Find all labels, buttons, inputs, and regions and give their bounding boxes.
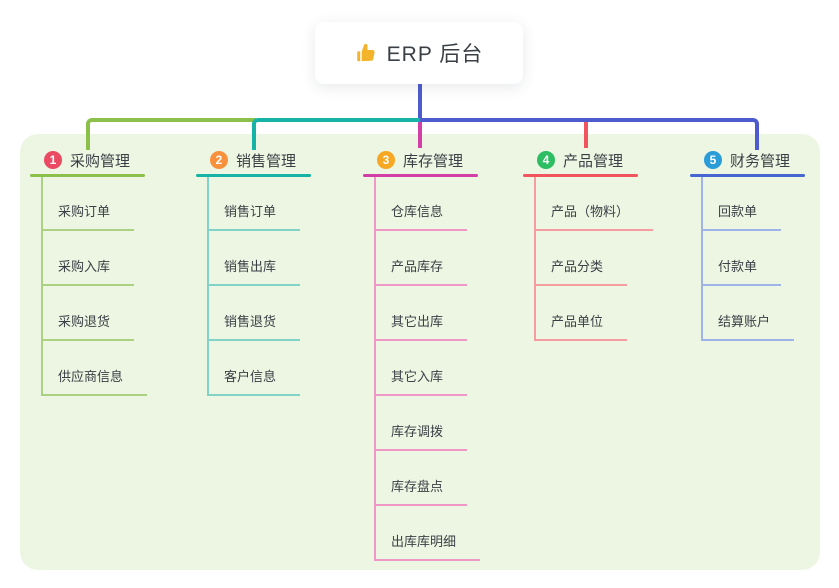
child-node-label: 供应商信息 — [41, 367, 148, 396]
bus-elbow-branch1 — [86, 118, 256, 150]
branch-badge: 4 — [537, 151, 555, 169]
branch-label: 采购管理 — [70, 152, 131, 170]
bus-elbow-branch2 — [252, 118, 422, 150]
branch-underline — [196, 174, 311, 177]
branch-label: 产品管理 — [563, 152, 624, 170]
child-node-label: 结算账户 — [701, 312, 795, 341]
branch-label: 财务管理 — [730, 152, 791, 170]
child-node[interactable]: 产品（物料） — [534, 202, 654, 231]
child-node[interactable]: 销售订单 — [207, 202, 301, 231]
branch-underline — [523, 174, 638, 177]
child-node-label: 其它出库 — [374, 312, 468, 341]
branch-node[interactable]: 2 销售管理 — [210, 149, 296, 171]
child-node[interactable]: 产品单位 — [534, 312, 628, 341]
child-node-label: 产品库存 — [374, 257, 468, 286]
child-node[interactable]: 出库库明细 — [374, 532, 481, 561]
child-node[interactable]: 其它入库 — [374, 367, 468, 396]
branch-node[interactable]: 4 产品管理 — [537, 149, 623, 171]
child-node[interactable]: 回款单 — [701, 202, 782, 231]
child-node-label: 采购入库 — [41, 257, 135, 286]
thumbs-up-icon — [355, 42, 377, 64]
child-node-label: 仓库信息 — [374, 202, 468, 231]
child-node[interactable]: 库存盘点 — [374, 477, 468, 506]
branch-underline — [690, 174, 805, 177]
child-node-label: 产品分类 — [534, 257, 628, 286]
branch-children-connector — [41, 177, 43, 395]
child-node[interactable]: 采购退货 — [41, 312, 135, 341]
branch-badge: 5 — [704, 151, 722, 169]
branch-underline — [30, 174, 145, 177]
child-node[interactable]: 仓库信息 — [374, 202, 468, 231]
background-panel — [20, 134, 820, 570]
child-node-label: 采购订单 — [41, 202, 135, 231]
child-node[interactable]: 销售出库 — [207, 257, 301, 286]
branch-children-connector — [374, 177, 376, 560]
child-node-label: 库存盘点 — [374, 477, 468, 506]
child-node[interactable]: 库存调拨 — [374, 422, 468, 451]
branch-label: 销售管理 — [236, 152, 297, 170]
child-node-label: 回款单 — [701, 202, 782, 231]
child-node[interactable]: 结算账户 — [701, 312, 795, 341]
branch-badge: 1 — [44, 151, 62, 169]
child-node-label: 客户信息 — [207, 367, 301, 396]
child-node-label: 出库库明细 — [374, 532, 481, 561]
child-node-label: 库存调拨 — [374, 422, 468, 451]
child-node[interactable]: 采购入库 — [41, 257, 135, 286]
branch-node[interactable]: 5 财务管理 — [704, 149, 790, 171]
child-node-label: 产品（物料） — [534, 202, 654, 231]
root-connector — [418, 84, 422, 122]
bus-drop-branch4 — [584, 122, 588, 148]
branch-node[interactable]: 1 采购管理 — [44, 149, 130, 171]
root-node[interactable]: ERP 后台 — [315, 22, 523, 84]
branch-badge: 2 — [210, 151, 228, 169]
branch-label: 库存管理 — [403, 152, 464, 170]
root-title: ERP 后台 — [386, 43, 484, 66]
child-node[interactable]: 产品库存 — [374, 257, 468, 286]
branch-node[interactable]: 3 库存管理 — [377, 149, 463, 171]
child-node-label: 销售出库 — [207, 257, 301, 286]
child-node-label: 采购退货 — [41, 312, 135, 341]
branch-children-connector — [207, 177, 209, 395]
child-node-label: 销售退货 — [207, 312, 301, 341]
branch-children-connector — [701, 177, 703, 340]
child-node[interactable]: 销售退货 — [207, 312, 301, 341]
child-node-label: 其它入库 — [374, 367, 468, 396]
child-node-label: 销售订单 — [207, 202, 301, 231]
child-node[interactable]: 其它出库 — [374, 312, 468, 341]
child-node[interactable]: 客户信息 — [207, 367, 301, 396]
branch-children-connector — [534, 177, 536, 340]
branch-underline — [363, 174, 478, 177]
child-node-label: 付款单 — [701, 257, 782, 286]
bus-elbow-branch5 — [420, 118, 759, 150]
child-node[interactable]: 采购订单 — [41, 202, 135, 231]
bus-drop-branch3 — [418, 122, 422, 148]
child-node[interactable]: 产品分类 — [534, 257, 628, 286]
branch-badge: 3 — [377, 151, 395, 169]
child-node[interactable]: 供应商信息 — [41, 367, 148, 396]
child-node-label: 产品单位 — [534, 312, 628, 341]
child-node[interactable]: 付款单 — [701, 257, 782, 286]
